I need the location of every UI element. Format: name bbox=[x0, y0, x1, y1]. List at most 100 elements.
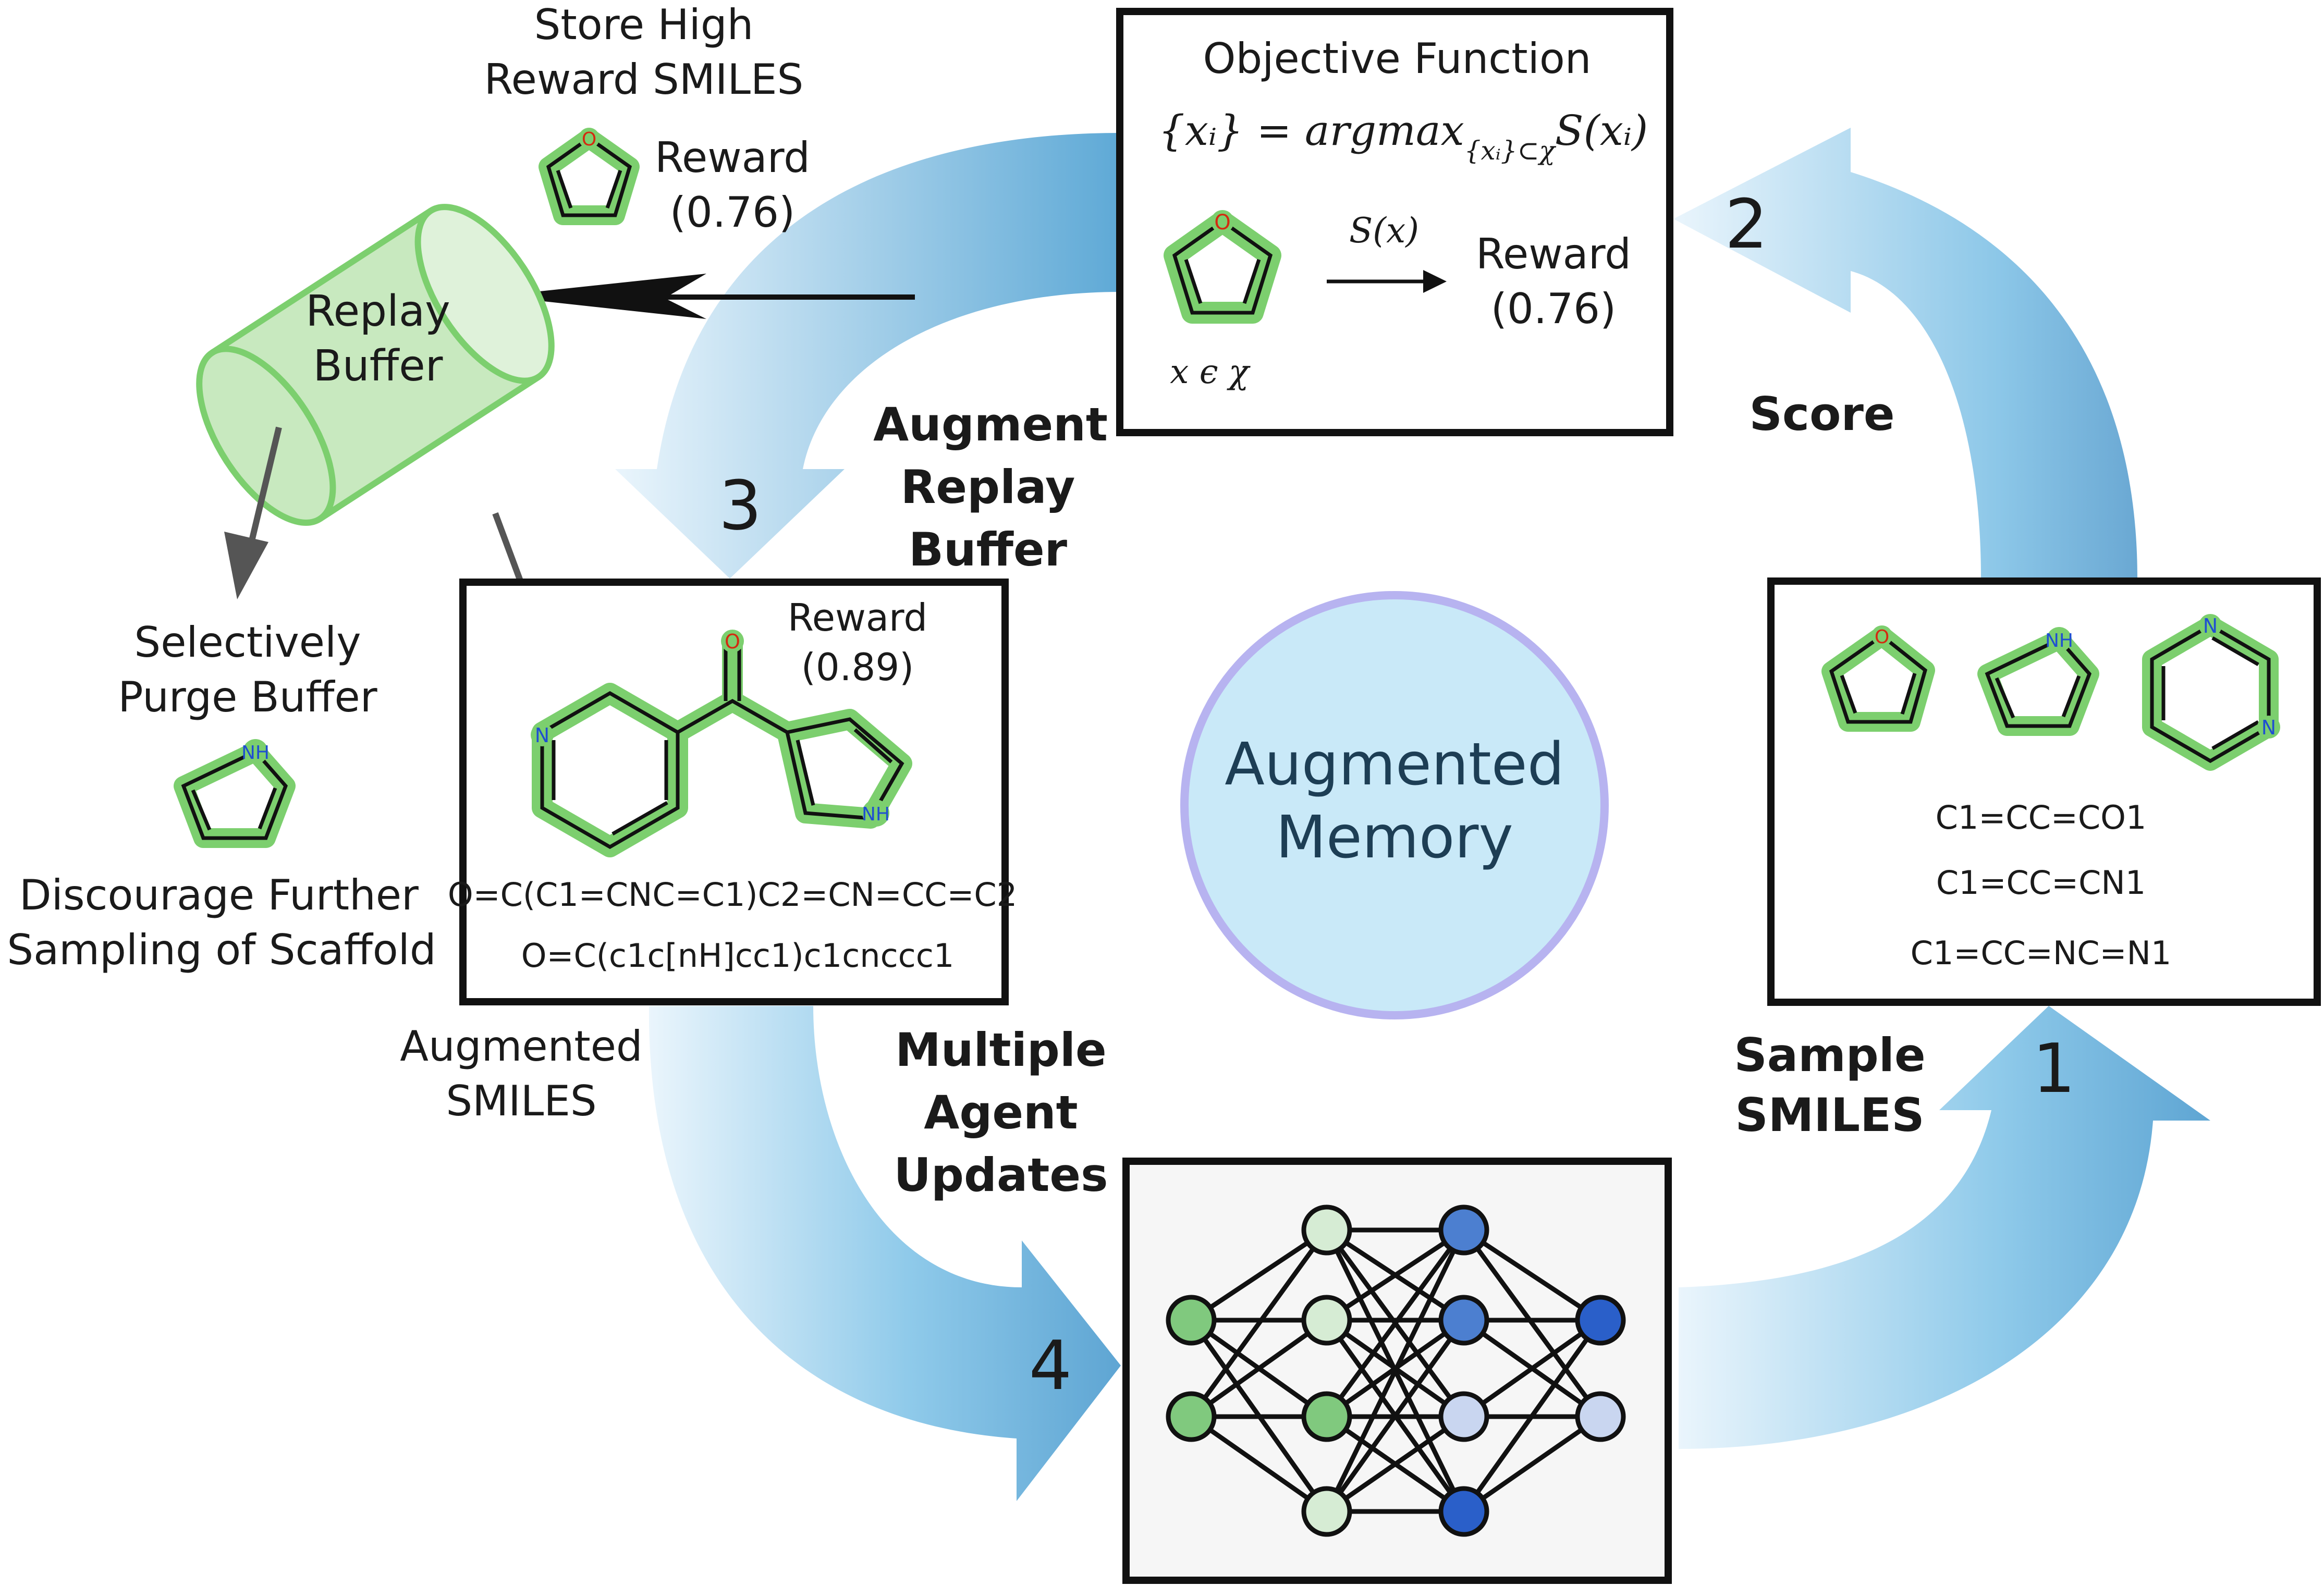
pyrimidine-n1: N bbox=[2203, 614, 2218, 637]
carbonyl-oxygen: O bbox=[725, 630, 740, 653]
nn-node-l2-1 bbox=[1438, 1295, 1489, 1346]
replay-buffer bbox=[196, 204, 555, 526]
nn-edge-l2-0-1 bbox=[1462, 1228, 1603, 1418]
center-line-2: Memory bbox=[1276, 804, 1513, 871]
store-furan-molecule: O bbox=[539, 128, 640, 225]
sample-furan-oxygen: O bbox=[1875, 626, 1889, 648]
store-high-reward: Store High Reward SMILES O Reward (0.76) bbox=[484, 1, 810, 237]
nn-edge-l0-1-1 bbox=[1190, 1318, 1328, 1419]
buffer-label-2: Buffer bbox=[313, 341, 443, 391]
nn-node-l3-1 bbox=[1575, 1391, 1626, 1442]
sample-smiles-3: C1=CC=NC=N1 bbox=[1911, 934, 2172, 972]
pyrrole-nitrogen: NH bbox=[862, 804, 890, 825]
pyridine-nitrogen: N bbox=[535, 724, 549, 747]
sample-pyrrole: NH bbox=[1977, 627, 2099, 736]
step-number-3: 3 bbox=[719, 466, 762, 545]
augment-label-2: Replay bbox=[901, 460, 1075, 514]
augmented-reward-label: Reward bbox=[788, 596, 927, 640]
pyrrole-nh: NH bbox=[241, 742, 270, 764]
arrow-update-to-sample bbox=[1679, 1006, 2210, 1449]
nn-edge-l2-0-0 bbox=[1462, 1228, 1602, 1322]
sample-furan: O bbox=[1821, 625, 1935, 732]
nn-edge-l0-1-3 bbox=[1190, 1415, 1328, 1514]
discourage-line-1: Discourage Further bbox=[19, 871, 419, 919]
center-line-1: Augmented bbox=[1225, 731, 1564, 798]
objective-title: Objective Function bbox=[1203, 34, 1591, 83]
arrow-sample-to-score bbox=[1673, 128, 2137, 579]
purge-line-2: Purge Buffer bbox=[118, 673, 377, 721]
store-furan-oxygen: O bbox=[582, 129, 596, 150]
nn-node-l1-3 bbox=[1301, 1486, 1352, 1537]
pyrrole-molecule: NH bbox=[174, 739, 296, 848]
score-arrowhead bbox=[1423, 270, 1447, 293]
augment-label-3: Buffer bbox=[909, 523, 1068, 576]
store-title-2: Reward SMILES bbox=[484, 55, 804, 104]
nn-edge-l2-3-0 bbox=[1462, 1319, 1603, 1513]
multiple-label-3: Updates bbox=[894, 1148, 1108, 1202]
augmented-molecule: O N NH bbox=[531, 630, 912, 857]
neural-network-box bbox=[1122, 1158, 1672, 1584]
store-to-buffer-arrow bbox=[495, 274, 915, 319]
nn-node-l2-2 bbox=[1438, 1391, 1489, 1442]
purge-line-1: Selectively bbox=[134, 618, 361, 667]
nn-node-l2-0 bbox=[1438, 1204, 1489, 1256]
nn-node-l1-1 bbox=[1301, 1295, 1352, 1346]
objective-reward-label: Reward bbox=[1476, 230, 1631, 278]
store-reward-value: (0.76) bbox=[670, 188, 796, 237]
multiple-label-1: Multiple bbox=[895, 1023, 1106, 1077]
nn-edge-l1-1-0 bbox=[1325, 1228, 1465, 1322]
discourage-line-2: Sampling of Scaffold bbox=[7, 926, 436, 974]
nn-node-l0-0 bbox=[1166, 1295, 1217, 1346]
store-reward-label: Reward bbox=[655, 133, 810, 182]
step-label-score: Score bbox=[1749, 387, 1894, 441]
nn-edge-l2-2-0 bbox=[1462, 1318, 1602, 1419]
pyrimidine-n2: N bbox=[2261, 716, 2276, 739]
furan-oxygen: O bbox=[1214, 211, 1230, 235]
objective-function-box: Objective Function {xᵢ} = argmax{xᵢ}⊂χS(… bbox=[1116, 8, 1673, 436]
nn-nodes bbox=[1166, 1204, 1626, 1537]
nn-edge-l1-3-1 bbox=[1325, 1319, 1466, 1513]
nn-edge-l1-3-0 bbox=[1324, 1229, 1466, 1513]
nn-node-l1-0 bbox=[1301, 1204, 1352, 1256]
sample-pyrrole-nh: NH bbox=[2045, 630, 2073, 651]
store-title-1: Store High bbox=[534, 1, 754, 49]
furan-molecule: O bbox=[1164, 210, 1281, 324]
sample-pyrimidine: N N bbox=[2142, 614, 2280, 771]
step-number-4: 4 bbox=[1029, 1326, 1072, 1405]
objective-reward-value: (0.76) bbox=[1491, 285, 1617, 333]
augmented-smiles-2: O=C(c1c[nH]cc1)c1cnccc1 bbox=[521, 937, 955, 975]
augmented-reward-value: (0.89) bbox=[801, 645, 914, 689]
sample-smiles-2: C1=CC=CN1 bbox=[1936, 864, 2146, 902]
multiple-label-2: Agent bbox=[924, 1086, 1078, 1139]
sample-label-2: SMILES bbox=[1735, 1088, 1924, 1142]
augmented-smiles-box: Reward (0.89) bbox=[448, 579, 1017, 1005]
augmented-smiles-label-2: SMILES bbox=[446, 1077, 596, 1125]
nn-node-l3-0 bbox=[1575, 1295, 1626, 1346]
arrow-score-to-augment bbox=[615, 133, 1121, 579]
sample-label-1: Sample bbox=[1734, 1028, 1925, 1082]
nn-node-l1-2 bbox=[1301, 1391, 1352, 1442]
nn-edge-l0-1-0 bbox=[1189, 1228, 1329, 1418]
sample-smiles-box: O NH N N C1=CC=CO1 C1=CC=CN1 C1=CC=NC=N1 bbox=[1767, 577, 2321, 1006]
buffer-label-1: Replay bbox=[305, 287, 450, 336]
nn-node-l2-3 bbox=[1438, 1486, 1489, 1537]
purge-section: Selectively Purge Buffer NH Discourage F… bbox=[7, 618, 436, 974]
nn-edge-l0-0-0 bbox=[1190, 1228, 1328, 1322]
objective-domain: x ϵ χ bbox=[1170, 353, 1251, 391]
augmented-smiles-label-1: Augmented bbox=[400, 1022, 642, 1071]
nn-edge-l2-3-1 bbox=[1462, 1415, 1602, 1514]
augment-label-1: Augment bbox=[873, 398, 1108, 451]
sample-smiles-1: C1=CC=CO1 bbox=[1936, 798, 2147, 837]
augmented-smiles-1: O=C(C1=CNC=C1)C2=CN=CC=C2 bbox=[448, 876, 1017, 914]
nn-edge-l1-3-2 bbox=[1325, 1415, 1465, 1514]
center-augmented-memory: Augmented Memory bbox=[1180, 591, 1609, 1019]
nn-node-l0-1 bbox=[1166, 1391, 1217, 1442]
nn-edge-l1-2-0 bbox=[1325, 1228, 1466, 1418]
objective-score-fn: S(x) bbox=[1349, 211, 1419, 251]
step-number-1: 1 bbox=[2033, 1029, 2076, 1108]
nn-edges bbox=[1189, 1227, 1603, 1514]
buffer-to-purge-arrow bbox=[224, 426, 282, 599]
objective-formula: {xᵢ} = argmax{xᵢ}⊂χS(xᵢ) bbox=[1158, 106, 1648, 166]
arrow-augment-to-update bbox=[649, 1006, 1121, 1501]
